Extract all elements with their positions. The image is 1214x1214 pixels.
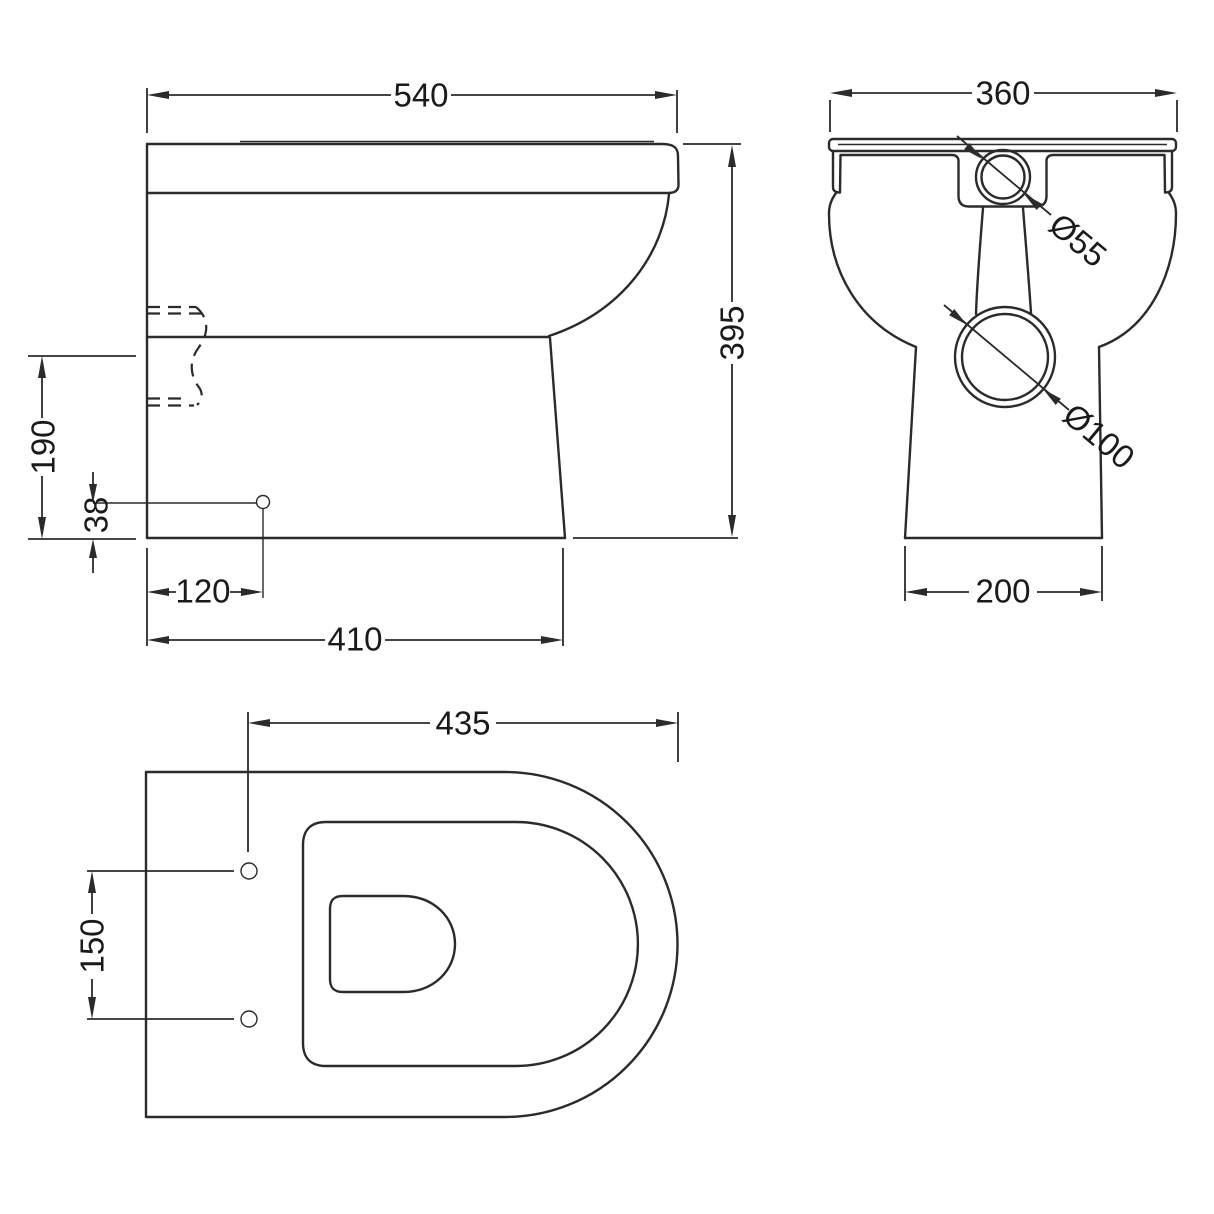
dim-label-395: 395 xyxy=(714,305,751,360)
rim-and-inlet-recess xyxy=(831,149,1174,208)
pan-outline xyxy=(144,770,679,1119)
pedestal-right-edge xyxy=(1097,345,1104,540)
seat-profile xyxy=(145,142,680,195)
dim-front-overall-width: 360 xyxy=(829,75,1178,132)
side-fixing-hole xyxy=(255,494,271,510)
dim-side-hole-height: 38 xyxy=(78,472,115,573)
water-area-outline xyxy=(328,894,457,994)
pedestal-left-edge xyxy=(903,345,918,540)
outlet-pipe-dashed xyxy=(147,305,208,407)
dim-plan-hole-centres: 150 xyxy=(74,870,234,1020)
outlet-circle-outer xyxy=(953,305,1057,409)
dim-label-38: 38 xyxy=(78,497,115,534)
pan-side-profile xyxy=(93,140,680,598)
bowl-outline-left xyxy=(827,191,918,349)
dim-front-base-width: 200 xyxy=(904,546,1103,610)
plan-fixing-hole-2 xyxy=(240,1010,258,1028)
dim-label-inlet-diameter: Ø55 xyxy=(1042,206,1114,274)
dim-side-overall-depth: 540 xyxy=(146,77,678,133)
trapway-right xyxy=(1021,206,1033,315)
bowl-outline-right xyxy=(1097,191,1178,349)
dim-label-435: 435 xyxy=(435,705,490,742)
trapway-left xyxy=(974,206,985,316)
dim-label-360: 360 xyxy=(975,75,1030,112)
outlet-circle-inner xyxy=(960,312,1050,402)
dim-plan-depth: 435 xyxy=(247,705,679,852)
inlet-circle-outer xyxy=(974,148,1032,206)
side-elevation-view: 540 395 190 38 xyxy=(25,77,751,658)
dim-label-120: 120 xyxy=(175,573,230,610)
dim-side-overall-height: 395 xyxy=(573,143,751,539)
dim-side-outlet-height: 190 xyxy=(25,355,136,540)
dim-side-hole-setback: 120 xyxy=(146,548,263,646)
plan-view: 435 150 xyxy=(74,705,679,1119)
inlet-circle-inner xyxy=(980,154,1026,200)
pan-plan-profile xyxy=(144,770,679,1119)
dim-label-540: 540 xyxy=(393,77,448,114)
bowl-curve xyxy=(547,192,671,338)
pan-front-profile xyxy=(827,137,1178,540)
dim-side-base-depth: 410 xyxy=(147,548,564,658)
dim-label-200: 200 xyxy=(975,573,1030,610)
front-elevation-view: 360 Ø55 Ø100 200 xyxy=(827,75,1178,610)
pedestal-front-edge xyxy=(548,336,567,540)
seat-ring-outline xyxy=(301,820,640,1068)
plan-fixing-hole-1 xyxy=(240,862,258,880)
dim-label-150: 150 xyxy=(74,918,111,973)
dim-label-410: 410 xyxy=(327,621,382,658)
dim-label-190: 190 xyxy=(25,419,62,474)
